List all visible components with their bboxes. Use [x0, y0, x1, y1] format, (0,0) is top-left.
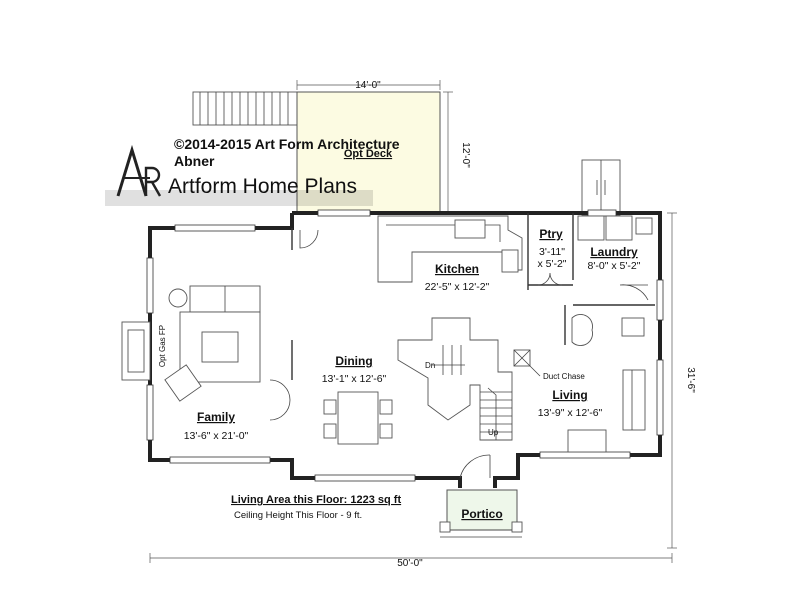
kitchen-size: 22'-5" x 12'-2" [425, 281, 490, 293]
family-label: Family [197, 410, 235, 424]
deck-depth-label: 12'-0" [460, 142, 471, 168]
living-furniture [567, 369, 646, 453]
family-furniture [164, 285, 261, 402]
deck-area [296, 91, 441, 214]
copyright-text: ©2014-2015 Art Form Architecture [174, 136, 400, 152]
interior-walls [269, 213, 655, 479]
living-area-note: Living Area this Floor: 1223 sq ft [231, 494, 401, 506]
deck-stairs [192, 91, 298, 126]
portico-label: Portico [461, 507, 502, 521]
overall-depth-dimension: 31'-6" [667, 212, 696, 549]
pantry-size: 3'-11" [539, 246, 565, 258]
dining-table [323, 391, 393, 445]
fireplace-label: Opt Gas FP [158, 325, 167, 367]
ceiling-height-note: Ceiling Height This Floor - 9 ft. [234, 510, 362, 521]
portico [439, 489, 523, 538]
brand-logo: AR [105, 144, 373, 206]
stair-down-label: Dn [425, 361, 435, 370]
powder-room [571, 314, 645, 346]
pantry-label: Ptry [539, 227, 563, 241]
exterior-walls [146, 209, 664, 488]
fireplace [121, 321, 151, 381]
deck-label: Opt Deck [344, 148, 393, 160]
stairs [397, 317, 513, 441]
kitchen-counters [377, 215, 523, 283]
kitchen-label: Kitchen [435, 262, 479, 276]
overall-depth-label: 31'-6" [685, 367, 696, 393]
living-size: 13'-9" x 12'-6" [538, 407, 603, 419]
family-size: 13'-6" x 21'-0" [184, 430, 249, 442]
overall-width-dimension: 50'-0" [149, 553, 673, 569]
brand-name: Artform Home Plans [168, 175, 357, 198]
plan-name: Abner [174, 153, 215, 169]
duct-chase-label: Duct Chase [543, 372, 585, 381]
stair-up-label: Up [488, 428, 499, 437]
deck-depth-dimension: 12'-0" [443, 91, 471, 214]
deck-width-label: 14'-0" [355, 80, 381, 91]
duct-chase [513, 349, 541, 377]
dining-size: 13'-1" x 12'-6" [322, 373, 387, 385]
living-label: Living [552, 388, 587, 402]
laundry-size: 8'-0" x 5'-2" [588, 260, 641, 272]
deck-width-dimension: 14'-0" [296, 80, 441, 91]
dining-label: Dining [335, 354, 372, 368]
overall-width-label: 50'-0" [397, 558, 423, 569]
pantry-size-2: x 5'-2" [537, 258, 566, 270]
refrigerator [581, 159, 621, 216]
laundry-label: Laundry [590, 245, 638, 259]
laundry-appliances [577, 215, 653, 241]
